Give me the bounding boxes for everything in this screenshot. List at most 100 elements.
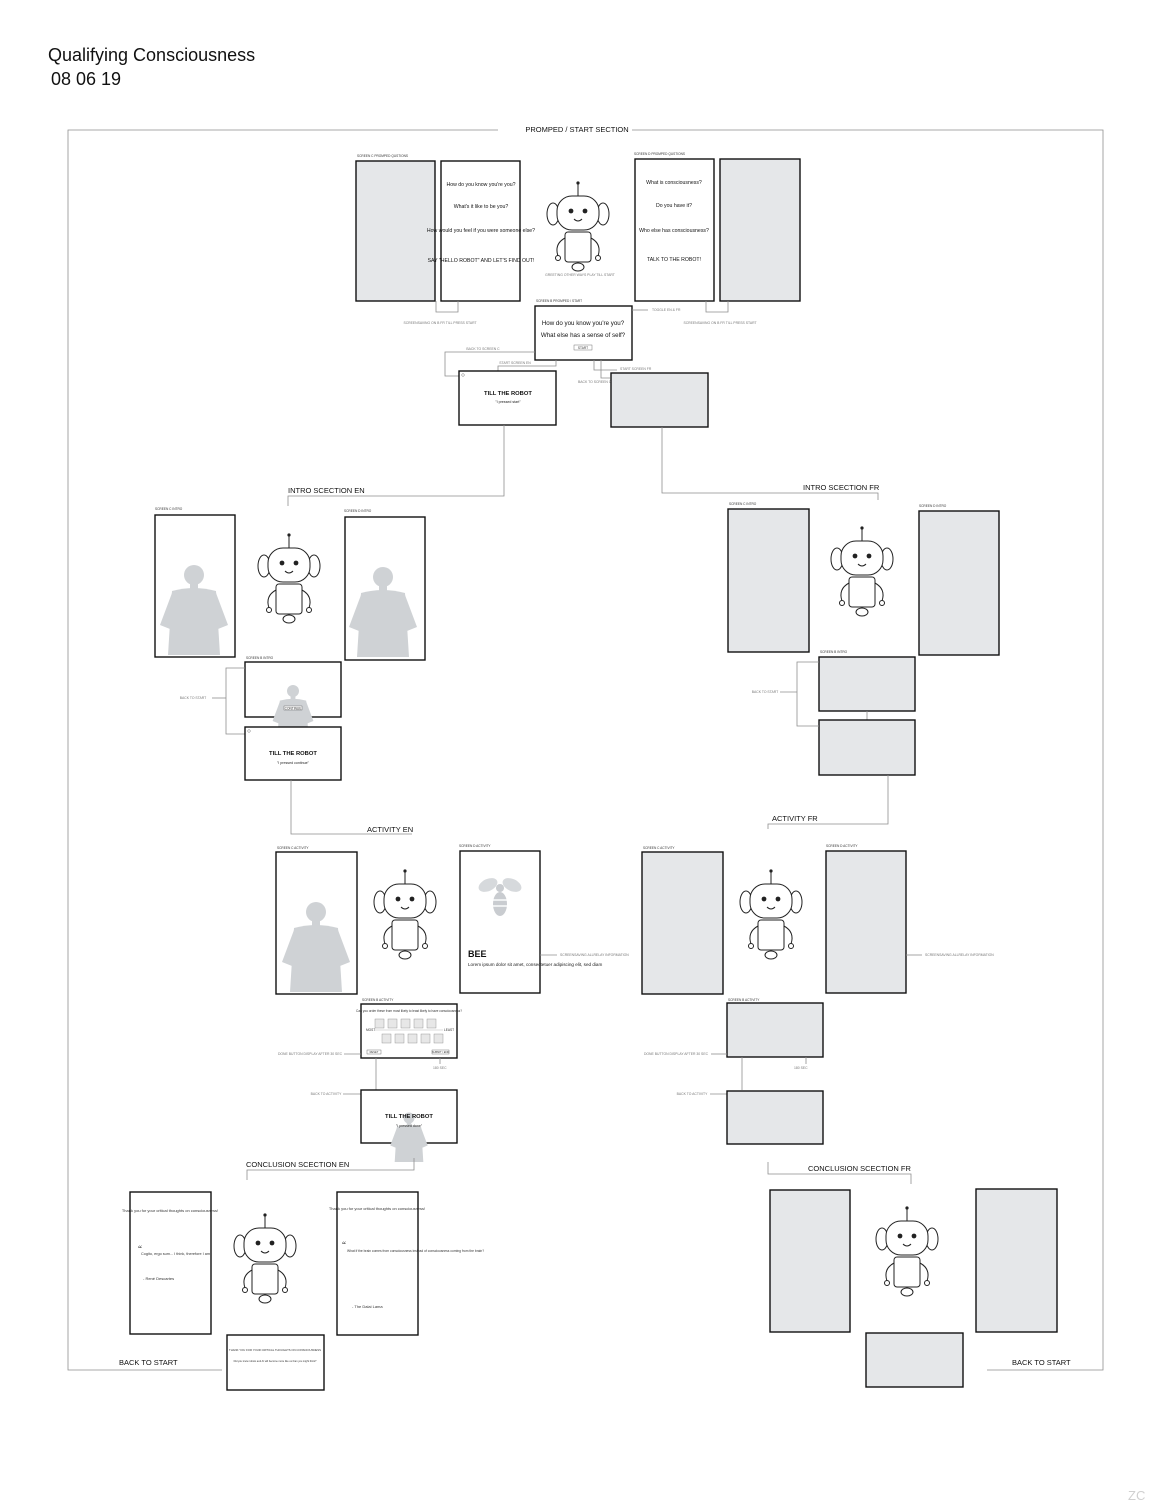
screen-b-intro-fr [818, 656, 916, 712]
prompt-c-3: How would you feel if you were someone e… [427, 228, 535, 234]
submit-button[interactable] [431, 1049, 450, 1055]
prompt-c-4: SAY "HELLO ROBOT" AND LET'S FIND OUT! [428, 258, 535, 264]
screen-b-activity-en [360, 1003, 458, 1059]
start-button-label: START [578, 346, 588, 350]
start-button[interactable] [573, 344, 593, 351]
robot-intro-fr [830, 525, 894, 617]
label-screen-c-intro-fr: SCREEN C INTRO [729, 502, 757, 506]
back-to-start-en[interactable]: BACK TO START [119, 1358, 178, 1367]
screen-b-activity-fr [726, 1002, 824, 1058]
label-screen-b-prompted: SCREEN B PROMPED / START [536, 299, 582, 303]
screen-d-activity-fr [825, 850, 907, 994]
conclusion-left-heading: Thank you for your critical thoughts on … [122, 1208, 218, 1213]
robot-msg-start: TILL THE ROBOT [484, 391, 532, 397]
label-screen-b-activity-fr: SCREEN B ACTIVITY [728, 998, 760, 1002]
note-back-start-intro-en: BACK TO START [180, 696, 207, 700]
section-label-start: PROMPED / START SECTION [525, 125, 628, 134]
activity-most: MOST [366, 1028, 375, 1032]
bee-icon [478, 878, 522, 916]
conclusion-right-author: - The Dalai Lama [352, 1304, 383, 1309]
conclusion-bottom-title: THANK YOU FOR YOUR CRITICAL THOUGHTS ON … [229, 1348, 321, 1352]
prompt-d-3: Who else has consciousness? [639, 228, 709, 234]
section-label-intro-fr: INTRO SCECTION FR [803, 483, 880, 492]
screen-c-intro-fr [727, 508, 810, 653]
label-screen-c-activity-fr: SCREEN C ACTIVITY [643, 846, 675, 850]
screen-d-activity-bee [459, 850, 541, 994]
robot-conclusion-fr [875, 1205, 939, 1297]
note-back-activity-fr: BACK TO ACTIVITY [677, 1092, 709, 1096]
note-sec-en: 180 SEC [433, 1066, 447, 1070]
screen-b-prompted-start [534, 305, 633, 361]
note-start-en: START SCREEN EN [499, 361, 531, 365]
section-label-conclusion-fr: CONCLUSION SCECTION FR [808, 1164, 912, 1173]
screen-d-intro-fr [918, 510, 1000, 656]
continue-button-label: CONTINUE [285, 706, 302, 710]
robot-start [546, 180, 610, 272]
screen-c-prompted-left [355, 160, 436, 302]
robot-msg-done-quote: "I pressed done" [396, 1124, 423, 1128]
screen-till-robot-start-fr [610, 372, 709, 428]
robot-activity-fr [739, 868, 803, 960]
conclusion-bottom-text: Did you know robots and AI will become m… [234, 1360, 317, 1363]
screen-till-robot-start [458, 370, 557, 426]
activity-cards-top[interactable] [374, 1018, 437, 1029]
screen-conclusion-left-fr [769, 1189, 851, 1333]
quote-mark-left: “ [138, 1244, 142, 1254]
section-label-intro-en: INTRO SCECTION EN [288, 486, 365, 495]
prompt-b-2: What else has a sense of self? [541, 332, 626, 339]
robot-msg-continue-quote: "I pressed continue" [277, 761, 310, 765]
robot-msg-start-quote: "I pressed start" [495, 400, 521, 404]
note-screensaving-c: SCREENSAVING ON B FR TILL PRESS START [403, 321, 476, 325]
prompt-c-1: How do you know you're you? [446, 182, 515, 188]
label-screen-d-intro-fr: SCREEN D INTRO [919, 504, 947, 508]
robot-intro-en [257, 532, 321, 624]
conclusion-left-quote: Cogito, ergo sum... I think, therefore I… [141, 1252, 210, 1256]
submit-button-label: SUBMIT / END [432, 1050, 450, 1054]
label-screen-c-prompted: SCREEN C PROMPED QUSTIONS [357, 154, 408, 158]
bee-title: BEE [468, 949, 487, 959]
bee-text: Lorem ipsum dolor sit amet, consectetuer… [468, 962, 602, 967]
prompt-b-1: How do you know you're you? [542, 320, 625, 327]
note-start-fr: START SCREEN FR [620, 367, 652, 371]
screen-conclusion-right-fr [975, 1188, 1058, 1333]
section-label-conclusion-en: CONCLUSION SCECTION EN [246, 1160, 349, 1169]
label-screen-b-intro-en: SCREEN B INTRO [246, 656, 274, 660]
back-to-start-fr[interactable]: BACK TO START [1012, 1358, 1071, 1367]
document-date: 08 06 19 [51, 69, 122, 89]
outer-frame [67, 129, 1104, 1371]
robot-conclusion-en [233, 1212, 297, 1304]
note-done-en: DONE BUTTON DISPLAY AFTER 30 SEC [278, 1052, 343, 1056]
screen-till-robot-done-fr [726, 1090, 824, 1145]
continue-button[interactable] [283, 705, 303, 711]
screen-conclusion-bottom-fr [865, 1332, 964, 1388]
document-title: Qualifying Consciousness [48, 45, 256, 65]
note-screensaving-d: SCREENSAVING ON B FR TILL PRESS START [683, 321, 756, 325]
conclusion-left-author: - René Descartes [143, 1276, 174, 1281]
prompt-c-2: What's it like to be you? [454, 204, 509, 210]
note-screensaving-activity-en: SCREENSAVING ALLRELAY INFORMATION [560, 953, 629, 957]
robot-msg-continue: TILL THE ROBOT [269, 751, 317, 757]
screen-till-robot-continue-fr [818, 719, 916, 776]
note-back-activity-en: BACK TO ACTIVITY [311, 1092, 343, 1096]
activity-cards-bottom[interactable] [381, 1033, 444, 1044]
reset-button[interactable] [366, 1049, 382, 1055]
section-label-activity-fr: ACTIVITY FR [772, 814, 818, 823]
robot-activity-en [373, 868, 437, 960]
conclusion-right-quote: What if the brain comes from consciousne… [347, 1249, 484, 1253]
label-screen-c-activity-en: SCREEN C ACTIVITY [277, 846, 309, 850]
note-screensaving-activity-fr: SCREENSAVING ALLRELAY INFORMATION [925, 953, 994, 957]
screen-conclusion-right [336, 1191, 419, 1336]
quote-mark-right: “ [342, 1240, 346, 1250]
note-back-start-intro-fr: BACK TO START [752, 690, 779, 694]
label-screen-d-activity-en: SCREEN D ACTIVITY [459, 844, 491, 848]
label-screen-c-intro-en: SCREEN C INTRO [155, 507, 183, 511]
section-label-activity-en: ACTIVITY EN [367, 825, 413, 834]
conclusion-right-heading: Thank you for your critical thoughts on … [329, 1206, 425, 1211]
label-screen-b-activity-en: SCREEN B ACTIVITY [362, 998, 394, 1002]
note-toggle: TOGGLE EN & FR [652, 308, 681, 312]
reset-button-label: RESET [370, 1050, 379, 1054]
note-sec-fr: 180 SEC [794, 1066, 808, 1070]
note-done-fr: DONE BUTTON DISPLAY AFTER 30 SEC [644, 1052, 709, 1056]
activity-least: LEAST [444, 1028, 454, 1032]
